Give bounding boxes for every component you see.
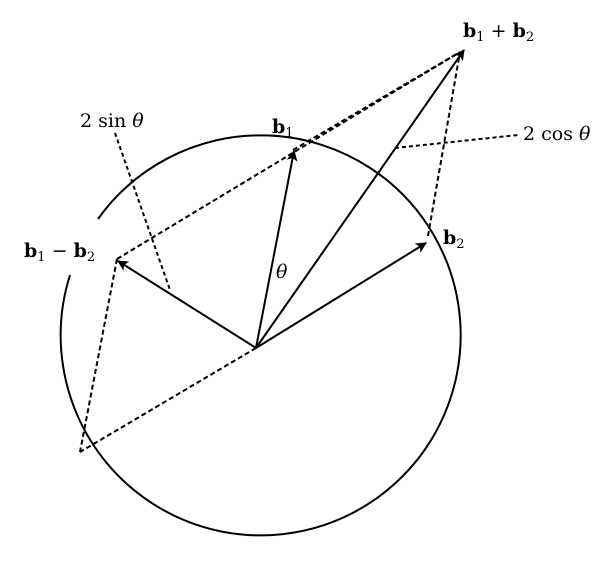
label-2cos-theta: 2 cos θ (523, 123, 591, 145)
dashed-diff-to-sum (116, 51, 461, 260)
leader-2cos (394, 134, 519, 149)
dashed-diff-to-bottom (79, 258, 118, 453)
vector-b1 (255, 149, 298, 349)
unit-circle (59, 134, 462, 537)
vector-b2 (255, 242, 427, 349)
label-b1-plus-b2: b1 + b2 (463, 20, 534, 45)
label-b2: b2 (443, 227, 465, 252)
dashed-b2-to-sum (427, 51, 461, 237)
dashed-center-to-bottom (79, 347, 257, 453)
vector-b1-plus-b2 (255, 49, 465, 349)
label-2sin-theta: 2 sin θ (80, 110, 144, 132)
label-theta: θ (276, 261, 288, 283)
vector-b1-minus-b2 (117, 260, 257, 349)
leader-2sin (114, 132, 171, 291)
label-b1: b1 (272, 116, 294, 141)
label-b1-minus-b2: b1 − b2 (24, 240, 95, 265)
